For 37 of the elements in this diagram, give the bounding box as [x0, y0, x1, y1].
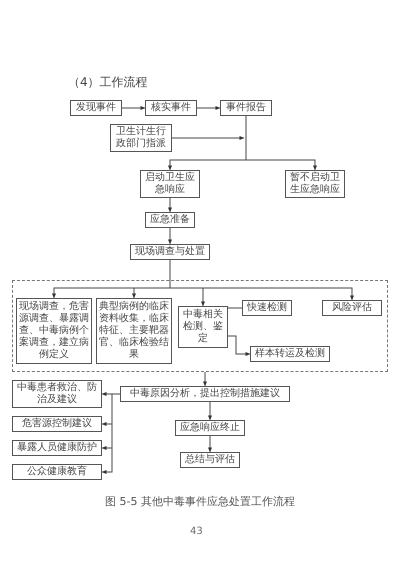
process-box: 发现事件	[70, 100, 122, 116]
arrow	[208, 436, 212, 452]
process-box: 中毒原因分析，提出控制措施建议	[120, 386, 290, 402]
process-box: 公众健康教育	[12, 464, 102, 480]
arrow	[196, 106, 220, 110]
arrow	[168, 228, 172, 244]
page-number: 43	[190, 526, 203, 537]
process-box: 危害源控制建议	[12, 416, 102, 432]
process-box: 中毒患者救治、防治及建议	[12, 380, 102, 408]
process-box: 应急准备	[145, 212, 195, 228]
arrow	[203, 372, 207, 386]
process-box: 中毒相关检测、鉴定	[178, 306, 228, 348]
arrow	[168, 198, 172, 212]
arrow	[122, 106, 146, 110]
process-box: 启动卫生应急响应	[140, 170, 200, 198]
process-box: 样本转运及检测	[250, 346, 330, 362]
process-box: 风险评估	[322, 300, 382, 316]
process-box: 总结与评估	[180, 452, 240, 468]
arrow	[228, 336, 250, 356]
process-box: 现场调查，危害源调查、暴露调查、中毒病例个案调查，建立病例定义	[16, 298, 92, 364]
process-box: 暴露人员健康防护	[12, 440, 102, 456]
process-box: 暂不启动卫生应急响应	[285, 170, 345, 198]
process-box: 核实事件	[145, 100, 197, 116]
arrow	[208, 402, 212, 420]
section-heading: （4）工作流程	[68, 74, 148, 91]
process-box: 现场调查与处置	[130, 244, 210, 260]
arrow	[246, 116, 317, 170]
arrow	[170, 260, 354, 300]
process-box: 应急响应终止	[175, 420, 245, 436]
figure-caption: 图 5-5 其他中毒事件应急处置工作流程	[104, 494, 296, 509]
process-box: 典型病例的临床资料收集，临床特征、主要靶器官、临床检验结果	[96, 298, 172, 364]
process-box: 事件报告	[220, 100, 272, 116]
arrow	[172, 136, 244, 140]
arrow	[102, 394, 120, 474]
process-box: 快速检测	[242, 300, 292, 316]
dashed-group-box	[12, 280, 388, 372]
process-box: 卫生计生行政部门指派	[110, 124, 172, 152]
